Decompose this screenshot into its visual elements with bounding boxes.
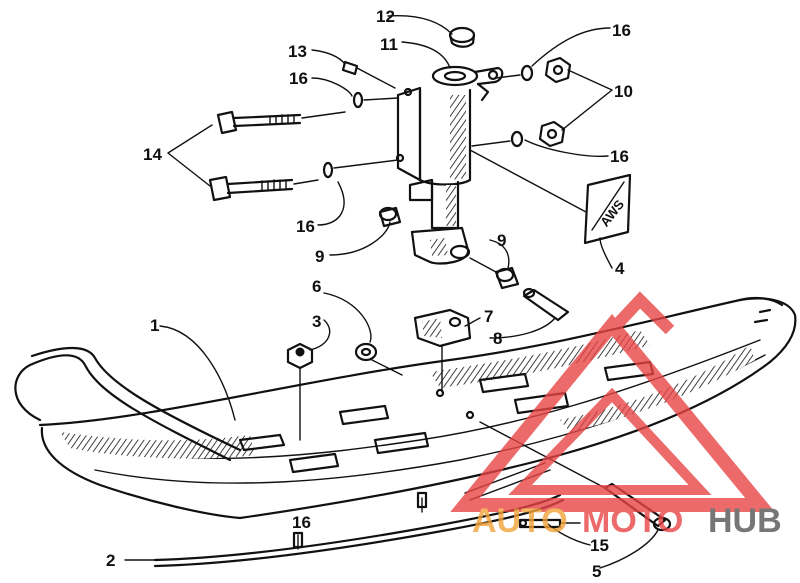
washer-lower-right [471, 130, 524, 148]
cap [448, 26, 476, 48]
watermark-text-auto: AUTO [472, 502, 568, 540]
grease-fitting [341, 60, 396, 89]
aws-decal: AWS [469, 149, 632, 245]
lock-nut [286, 342, 314, 441]
washer-lower-left [322, 159, 399, 179]
bolt-upper [216, 110, 346, 135]
label-5: 5 [592, 562, 601, 581]
bushing-left [378, 206, 402, 228]
bracket [413, 308, 472, 393]
label-16-c: 16 [612, 21, 631, 40]
leader-lines [124, 14, 659, 569]
label-14: 14 [143, 145, 162, 164]
label-12: 12 [376, 7, 395, 26]
label-13: 13 [288, 42, 307, 61]
watermark-logo: AUTO MOTO HUB [450, 291, 782, 540]
label-16-d: 16 [610, 147, 629, 166]
nut-upper-right [544, 56, 572, 84]
label-16-e: 16 [292, 513, 311, 532]
label-9-b: 9 [497, 231, 506, 250]
label-9-a: 9 [315, 247, 324, 266]
label-1: 1 [150, 316, 159, 335]
bolt-lower [208, 175, 319, 202]
washer-upper-left [352, 91, 399, 109]
sleeve [522, 287, 570, 322]
label-10: 10 [614, 82, 633, 101]
wear-bar [153, 462, 565, 568]
nut-lower-right [538, 120, 566, 148]
bushing-right [469, 257, 520, 290]
part-labels: 12 11 13 16 14 16 9 6 3 1 16 10 16 9 4 7… [106, 7, 633, 581]
label-4: 4 [615, 259, 625, 278]
label-16-b: 16 [296, 217, 315, 236]
ski-handle [14, 346, 242, 462]
label-7: 7 [484, 307, 493, 326]
label-8: 8 [493, 329, 502, 348]
label-6: 6 [312, 277, 321, 296]
watermark-text-hub: HUB [708, 502, 782, 540]
pin [518, 518, 581, 529]
label-11: 11 [380, 35, 398, 54]
label-15: 15 [590, 536, 609, 555]
spindle-shock [395, 65, 504, 265]
watermark-text-moto: MOTO [582, 502, 683, 540]
label-16-a: 16 [289, 69, 308, 88]
label-2: 2 [106, 551, 115, 570]
label-3: 3 [312, 312, 321, 331]
flat-washer [354, 342, 403, 376]
decal-text: AWS [597, 197, 627, 230]
washer-upper-right [495, 64, 534, 82]
